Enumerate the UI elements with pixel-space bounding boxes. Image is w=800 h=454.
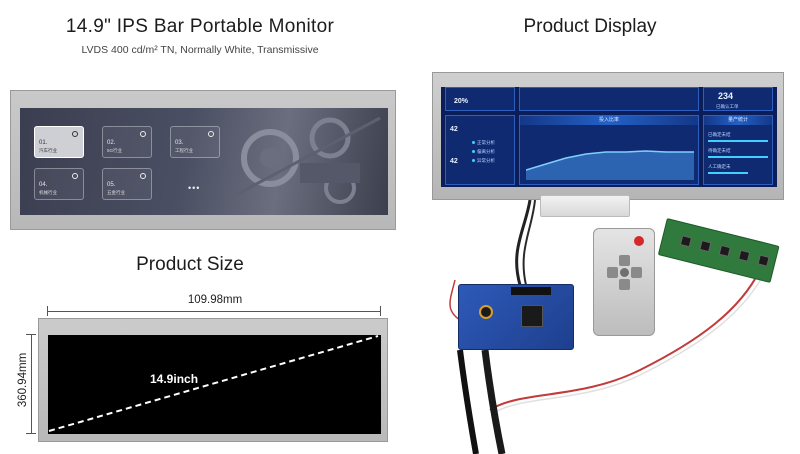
product-title: 14.9" IPS Bar Portable Monitor — [65, 16, 335, 37]
dashboard-area-chart — [526, 150, 694, 180]
info-icon — [140, 131, 146, 137]
height-tick-top — [26, 334, 36, 335]
driver-board — [458, 284, 574, 350]
dashboard-screen: 20% 234 已确认工单 42 42 正常分析 偏离分析 异常分析 投入比率 … — [441, 87, 777, 187]
demo-tile-5: 05. 五金行业 — [102, 168, 152, 200]
height-tick-bottom — [26, 433, 36, 434]
demo-tile-1: 01. 汽车行业 — [34, 126, 84, 158]
cables — [449, 200, 765, 454]
wrench-icon — [140, 173, 146, 179]
size-diagram-screen — [48, 335, 381, 434]
car-icon — [72, 131, 78, 137]
controller-chip — [521, 305, 543, 327]
product-specs: LVDS 400 cd/m² TN, Normally White, Trans… — [81, 44, 319, 56]
more-dots: ••• — [188, 183, 201, 193]
capacitor — [479, 305, 493, 319]
dashboard-panel-chart: 投入比率 — [519, 115, 699, 185]
engine-graphic — [229, 116, 381, 204]
demo-tile-2: 02. 5G行业 — [102, 126, 152, 158]
demo-tile-4: 04. 机械行业 — [34, 168, 84, 200]
monitor-product-display: 20% 234 已确认工单 42 42 正常分析 偏离分析 异常分析 投入比率 … — [432, 72, 784, 200]
monitor-stand — [540, 195, 630, 217]
gear-icon — [72, 173, 78, 179]
demo-screen: 01. 汽车行业 02. 5G行业 03. 工程行业 04. 机械行业 05. … — [20, 108, 388, 215]
remote-control — [593, 228, 655, 336]
monitor-size-diagram — [38, 318, 388, 442]
size-section-title: Product Size — [136, 254, 244, 275]
monitor-front-demo: 01. 汽车行业 02. 5G行业 03. 工程行业 04. 机械行业 05. … — [10, 90, 396, 230]
width-dimension-label: 109.98mm — [187, 294, 243, 306]
dashboard-panel-top-left: 20% — [445, 87, 515, 111]
dashboard-panel-right: 量产统计 已确定未结 待确定未结 人工确定未 — [703, 115, 773, 185]
width-tick-right — [380, 306, 381, 316]
lvds-header — [511, 287, 551, 295]
dashboard-panel-left: 42 42 正常分析 偏离分析 异常分析 — [445, 115, 515, 185]
width-dimension-line — [47, 311, 380, 312]
dashboard-panel-top-right: 234 已确认工单 — [703, 87, 773, 111]
display-section-title: Product Display — [523, 16, 657, 37]
height-dimension-label: 360.94mm — [17, 352, 29, 408]
crane-icon — [208, 131, 214, 137]
height-dimension-line — [31, 334, 32, 433]
demo-tile-3: 03. 工程行业 — [170, 126, 220, 158]
dashboard-panel-top-center — [519, 87, 699, 111]
diagonal-line — [48, 335, 379, 432]
dpad-icon — [607, 255, 643, 291]
width-tick-left — [47, 306, 48, 316]
power-button-icon — [634, 236, 644, 246]
diagonal-dimension-label: 14.9inch — [150, 372, 199, 386]
